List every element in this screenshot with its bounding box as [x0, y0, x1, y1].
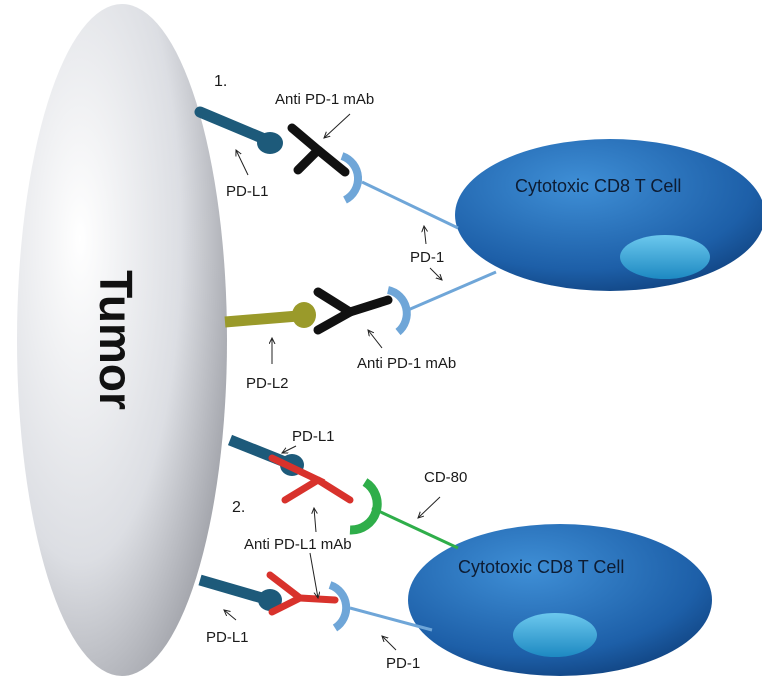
pd-1-label-1: PD-1	[410, 249, 444, 266]
anti-pdl1-label: Anti PD-L1 mAb	[244, 536, 352, 553]
pd-l1-label-1: PD-L1	[226, 183, 269, 200]
panel-1-number: 1.	[214, 73, 227, 90]
anti-pd1-antibody-1	[287, 123, 350, 177]
pd-l1-receptor-3	[198, 574, 282, 611]
pd-1-receptor-1	[340, 152, 362, 204]
pd-l2-label: PD-L2	[246, 375, 289, 392]
pd-l1-label-3: PD-L1	[206, 629, 249, 646]
t-cell-1-label: Cytotoxic CD8 T Cell	[515, 176, 681, 196]
cd-80-receptor	[349, 478, 382, 535]
pd-l1-receptor-1	[194, 106, 283, 154]
t-cell-2-label: Cytotoxic CD8 T Cell	[458, 557, 624, 577]
tumor-label: Tumor	[90, 270, 142, 410]
anti-pdl1-antibody-2	[266, 571, 339, 616]
anti-pd1-antibody-2	[313, 287, 393, 335]
nucleus	[620, 235, 710, 279]
nucleus	[513, 613, 597, 657]
anti-pdl1-antibody-1	[268, 454, 354, 504]
cd-80-label: CD-80	[424, 469, 467, 486]
panel-2-number: 2.	[232, 499, 245, 516]
anti-pd1-label-bottom: Anti PD-1 mAb	[357, 355, 456, 372]
tumor-cell	[17, 4, 227, 676]
t-cell-2: Cytotoxic CD8 T Cell	[408, 524, 712, 676]
pd-1-receptor-3	[328, 581, 351, 632]
anti-pd1-label-top: Anti PD-1 mAb	[275, 91, 374, 108]
pd-l1-label-2: PD-L1	[292, 428, 335, 445]
pd-1-label-2: PD-1	[386, 655, 420, 672]
t-cell-1: Cytotoxic CD8 T Cell	[455, 139, 762, 291]
pd-l2-receptor	[224, 302, 316, 328]
pd-1-receptor-2	[386, 286, 411, 336]
